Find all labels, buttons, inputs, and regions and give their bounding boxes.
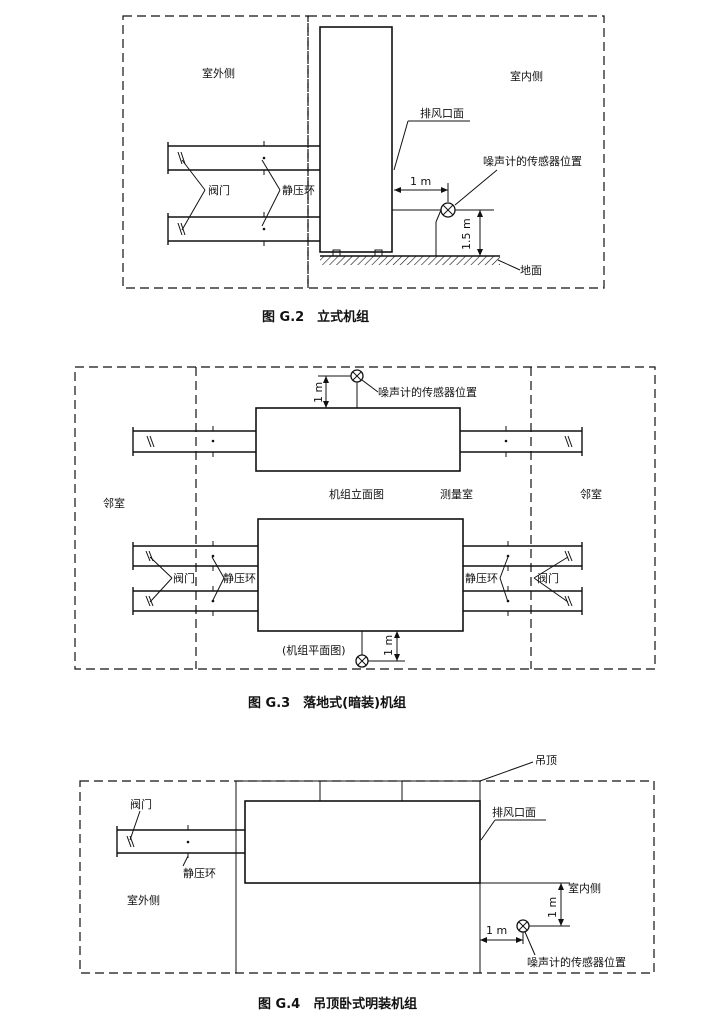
horizontal-distance-label: 1 m	[410, 175, 431, 188]
outdoor-side-label: 室外侧	[202, 66, 235, 80]
elevation-duct-left	[132, 426, 256, 457]
ring-right-label: 静压环	[465, 571, 498, 585]
plan-ducts-right	[463, 541, 583, 616]
ceiling-unit	[244, 800, 481, 884]
sensor-position-label: 噪声计的传感器位置	[527, 955, 626, 969]
sensor-position-label: 噪声计的传感器位置	[483, 154, 582, 168]
figure-g3: 1 m 噪声计的传感器位置 邻室 机组立面图 测量室 邻室	[74, 366, 656, 711]
indoor-side-label: 室内侧	[510, 69, 543, 83]
ring-left-label: 静压环	[223, 571, 256, 585]
top-distance-label: 1 m	[312, 382, 325, 403]
plan-ducts-left	[132, 541, 258, 616]
neighbor-room-right-label: 邻室	[580, 487, 602, 501]
sensor-position-label: 噪声计的传感器位置	[378, 385, 477, 399]
duct	[116, 825, 245, 858]
valve-left-label: 阀门	[173, 571, 195, 585]
valve-label: 阀门	[208, 183, 230, 197]
exhaust-face-label: 排风口面	[492, 805, 536, 819]
measurement-room-label: 测量室	[440, 487, 473, 501]
indoor-side-label: 室内侧	[568, 881, 601, 895]
ground-label: 地面	[520, 264, 542, 277]
plan-unit	[257, 518, 464, 632]
figure-g4-caption: 图 G.4 吊顶卧式明装机组	[258, 996, 417, 1012]
horizontal-distance-label: 1 m	[486, 924, 507, 937]
upright-unit	[319, 26, 393, 253]
duct-upper	[167, 141, 320, 175]
plan-view-label: (机组平面图)	[282, 643, 346, 657]
figure-g3-caption: 图 G.3 落地式(暗装)机组	[248, 695, 406, 711]
pressure-ring-label: 静压环	[183, 866, 216, 880]
vertical-distance-label: 1 m	[546, 897, 559, 918]
neighbor-room-left-label: 邻室	[103, 496, 125, 510]
valve-label: 阀门	[130, 797, 152, 811]
vertical-distance-label: 1.5 m	[460, 218, 473, 250]
duct-lower	[167, 212, 320, 246]
ground-hatch	[320, 256, 500, 265]
elevation-unit	[255, 407, 461, 472]
figure-g2: 阀门 静压环 室外侧 室内侧 排风口面 噪声计的传感器位置 1 m 1.5 m	[122, 15, 605, 325]
outdoor-room-outline	[122, 15, 309, 289]
figure-g4: 吊顶 阀门 排风口面 静压环 室外侧 室内侧 1 m 1 m 噪声计的	[79, 754, 655, 1012]
elevation-duct-right	[460, 426, 583, 457]
elevation-view-label: 机组立面图	[329, 487, 384, 501]
pressure-ring-label: 静压环	[282, 183, 315, 197]
ceiling-label: 吊顶	[535, 754, 557, 767]
outdoor-side-label: 室外侧	[127, 893, 160, 907]
valve-right-label: 阀门	[537, 571, 559, 585]
exhaust-face-label: 排风口面	[420, 106, 464, 120]
room-outline	[74, 366, 656, 670]
indoor-room-outline	[307, 15, 605, 289]
bottom-distance-label: 1 m	[382, 635, 395, 656]
figure-g2-caption: 图 G.2 立式机组	[262, 309, 369, 325]
